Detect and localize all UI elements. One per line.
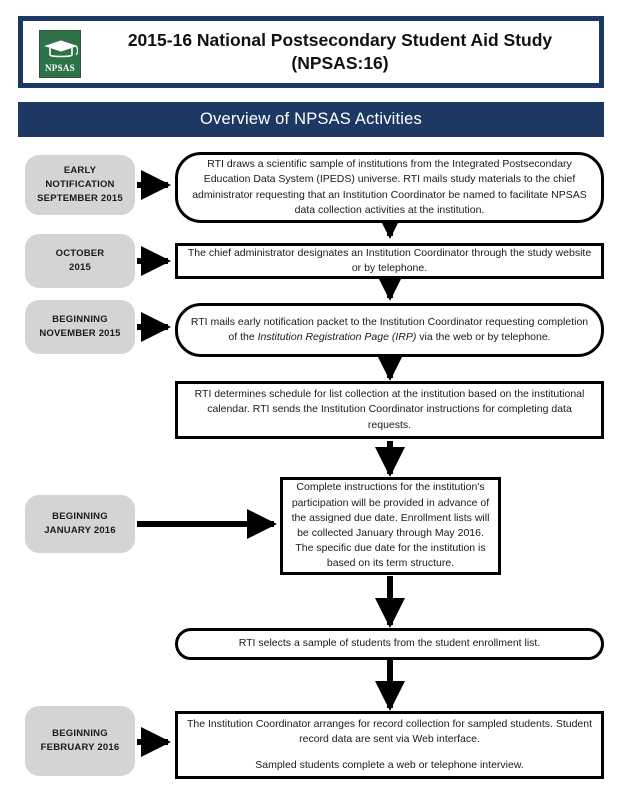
- date-label-line2: JANUARY 2016: [44, 525, 116, 536]
- flow-step-complete-instructions: Complete instructions for the institutio…: [280, 477, 501, 575]
- date-label-line2: FEBRUARY 2016: [40, 742, 120, 753]
- flow-step-text: Complete instructions for the institutio…: [291, 481, 490, 570]
- date-label-line1: OCTOBER: [55, 248, 105, 260]
- flow-step-text: RTI selects a sample of students from th…: [238, 637, 541, 650]
- study-title-banner: NPSAS 2015-16 National Postsecondary Stu…: [18, 16, 604, 88]
- page-title-line1: 2015-16 National Postsecondary Student A…: [127, 29, 553, 50]
- flow-step-text: RTI draws a scientific sample of institu…: [192, 158, 587, 216]
- date-label-september-2015: EARLY NOTIFICATION SEPTEMBER 2015: [25, 155, 135, 215]
- date-label-line1: BEGINNING: [52, 511, 108, 523]
- flow-step-text: RTI determines schedule for list collect…: [194, 388, 585, 431]
- date-label-november-2015: BEGINNING NOVEMBER 2015: [25, 300, 135, 354]
- graduation-cap-icon: [42, 39, 80, 58]
- date-label-line3: SEPTEMBER 2015: [37, 192, 123, 204]
- flow-step-text: RTI mails early notification packet to t…: [186, 315, 593, 345]
- flow-step-record-collection: The Institution Coordinator arranges for…: [175, 711, 604, 779]
- date-label-february-2016: BEGINNING FEBRUARY 2016: [25, 706, 135, 776]
- npsas-logo: NPSAS: [39, 30, 81, 78]
- date-label-line1: BEGINNING: [52, 728, 108, 740]
- flow-step-early-notification-packet: RTI mails early notification packet to t…: [175, 303, 604, 357]
- flow-step-select-student-sample: RTI selects a sample of students from th…: [175, 628, 604, 660]
- flow-step-text-part2: via the web or by telephone.: [416, 331, 551, 343]
- date-label-line2: NOVEMBER 2015: [39, 328, 121, 339]
- flow-step-text-italic: Institution Registration Page (IRP): [257, 331, 417, 343]
- date-label-january-2016: BEGINNING JANUARY 2016: [25, 495, 135, 553]
- flow-step-designate-coordinator: The chief administrator designates an In…: [175, 243, 604, 279]
- flow-step-text-line1: The Institution Coordinator arranges for…: [186, 718, 593, 746]
- flow-step-sample-institutions: RTI draws a scientific sample of institu…: [175, 152, 604, 223]
- section-header: Overview of NPSAS Activities: [18, 102, 604, 137]
- flow-step-text-part1: RTI mails early notification packet to t…: [190, 315, 589, 343]
- page-title: 2015-16 National Postsecondary Student A…: [23, 29, 599, 75]
- date-label-line1: BEGINNING: [52, 314, 108, 326]
- date-label-line2: NOTIFICATION: [45, 179, 115, 191]
- page-title-line2: (NPSAS:16): [291, 53, 389, 73]
- flow-step-text-line2: Sampled students complete a web or telep…: [255, 758, 524, 771]
- flow-step-text: The chief administrator designates an In…: [187, 246, 592, 274]
- npsas-logo-label: NPSAS: [44, 63, 75, 73]
- date-label-line2: 2015: [69, 262, 91, 273]
- date-label-line1: EARLY: [63, 165, 97, 177]
- date-label-october-2015: OCTOBER 2015: [25, 234, 135, 288]
- flow-step-determine-schedule: RTI determines schedule for list collect…: [175, 381, 604, 439]
